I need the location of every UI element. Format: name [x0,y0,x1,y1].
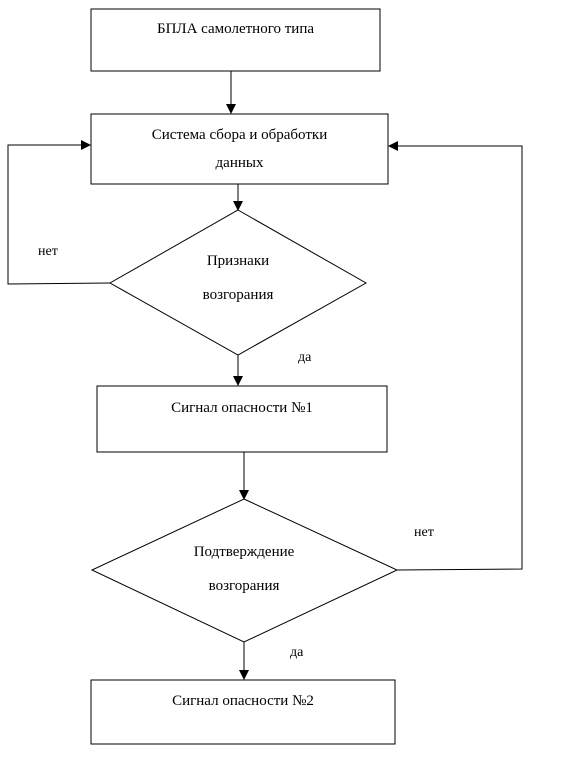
node-system-label-line1: Система сбора и обработки [152,127,327,143]
node-signal2-label: Сигнал опасности №2 [172,693,314,709]
node-system-box [90,113,389,185]
node-system: Система сбора и обработки данных [90,113,389,185]
node-signs-label-line1: Признаки [207,253,269,269]
node-system-label-line2: данных [216,155,264,171]
node-uav: БПЛА самолетного типа [90,8,381,72]
node-confirm-label-line2: возгорания [209,578,280,594]
node-signs-label-line2: возгорания [203,287,274,303]
node-signal2-box [90,679,396,745]
node-uav-box [90,8,381,72]
edge-signs-no-label: нет [38,244,58,259]
node-confirm: Подтверждение возгорания [90,498,399,643]
edge-confirm-no-label: нет [414,525,434,540]
edge-signs-no-loop [7,140,111,285]
node-signal1-label: Сигнал опасности №1 [171,400,313,416]
node-signs: Признаки возгорания [108,209,368,356]
node-uav-label: БПЛА самолетного типа [157,21,314,37]
edge-signs-yes-label: да [298,350,312,365]
node-signal2: Сигнал опасности №2 [90,679,396,745]
edge-confirm-no-loop [388,141,523,571]
edge-confirm-yes-label: да [290,645,304,660]
node-confirm-diamond [90,498,399,643]
node-signal1-box [96,385,388,453]
node-signal1: Сигнал опасности №1 [96,385,388,453]
node-signs-diamond [108,209,368,356]
node-confirm-label-line1: Подтверждение [194,544,295,560]
